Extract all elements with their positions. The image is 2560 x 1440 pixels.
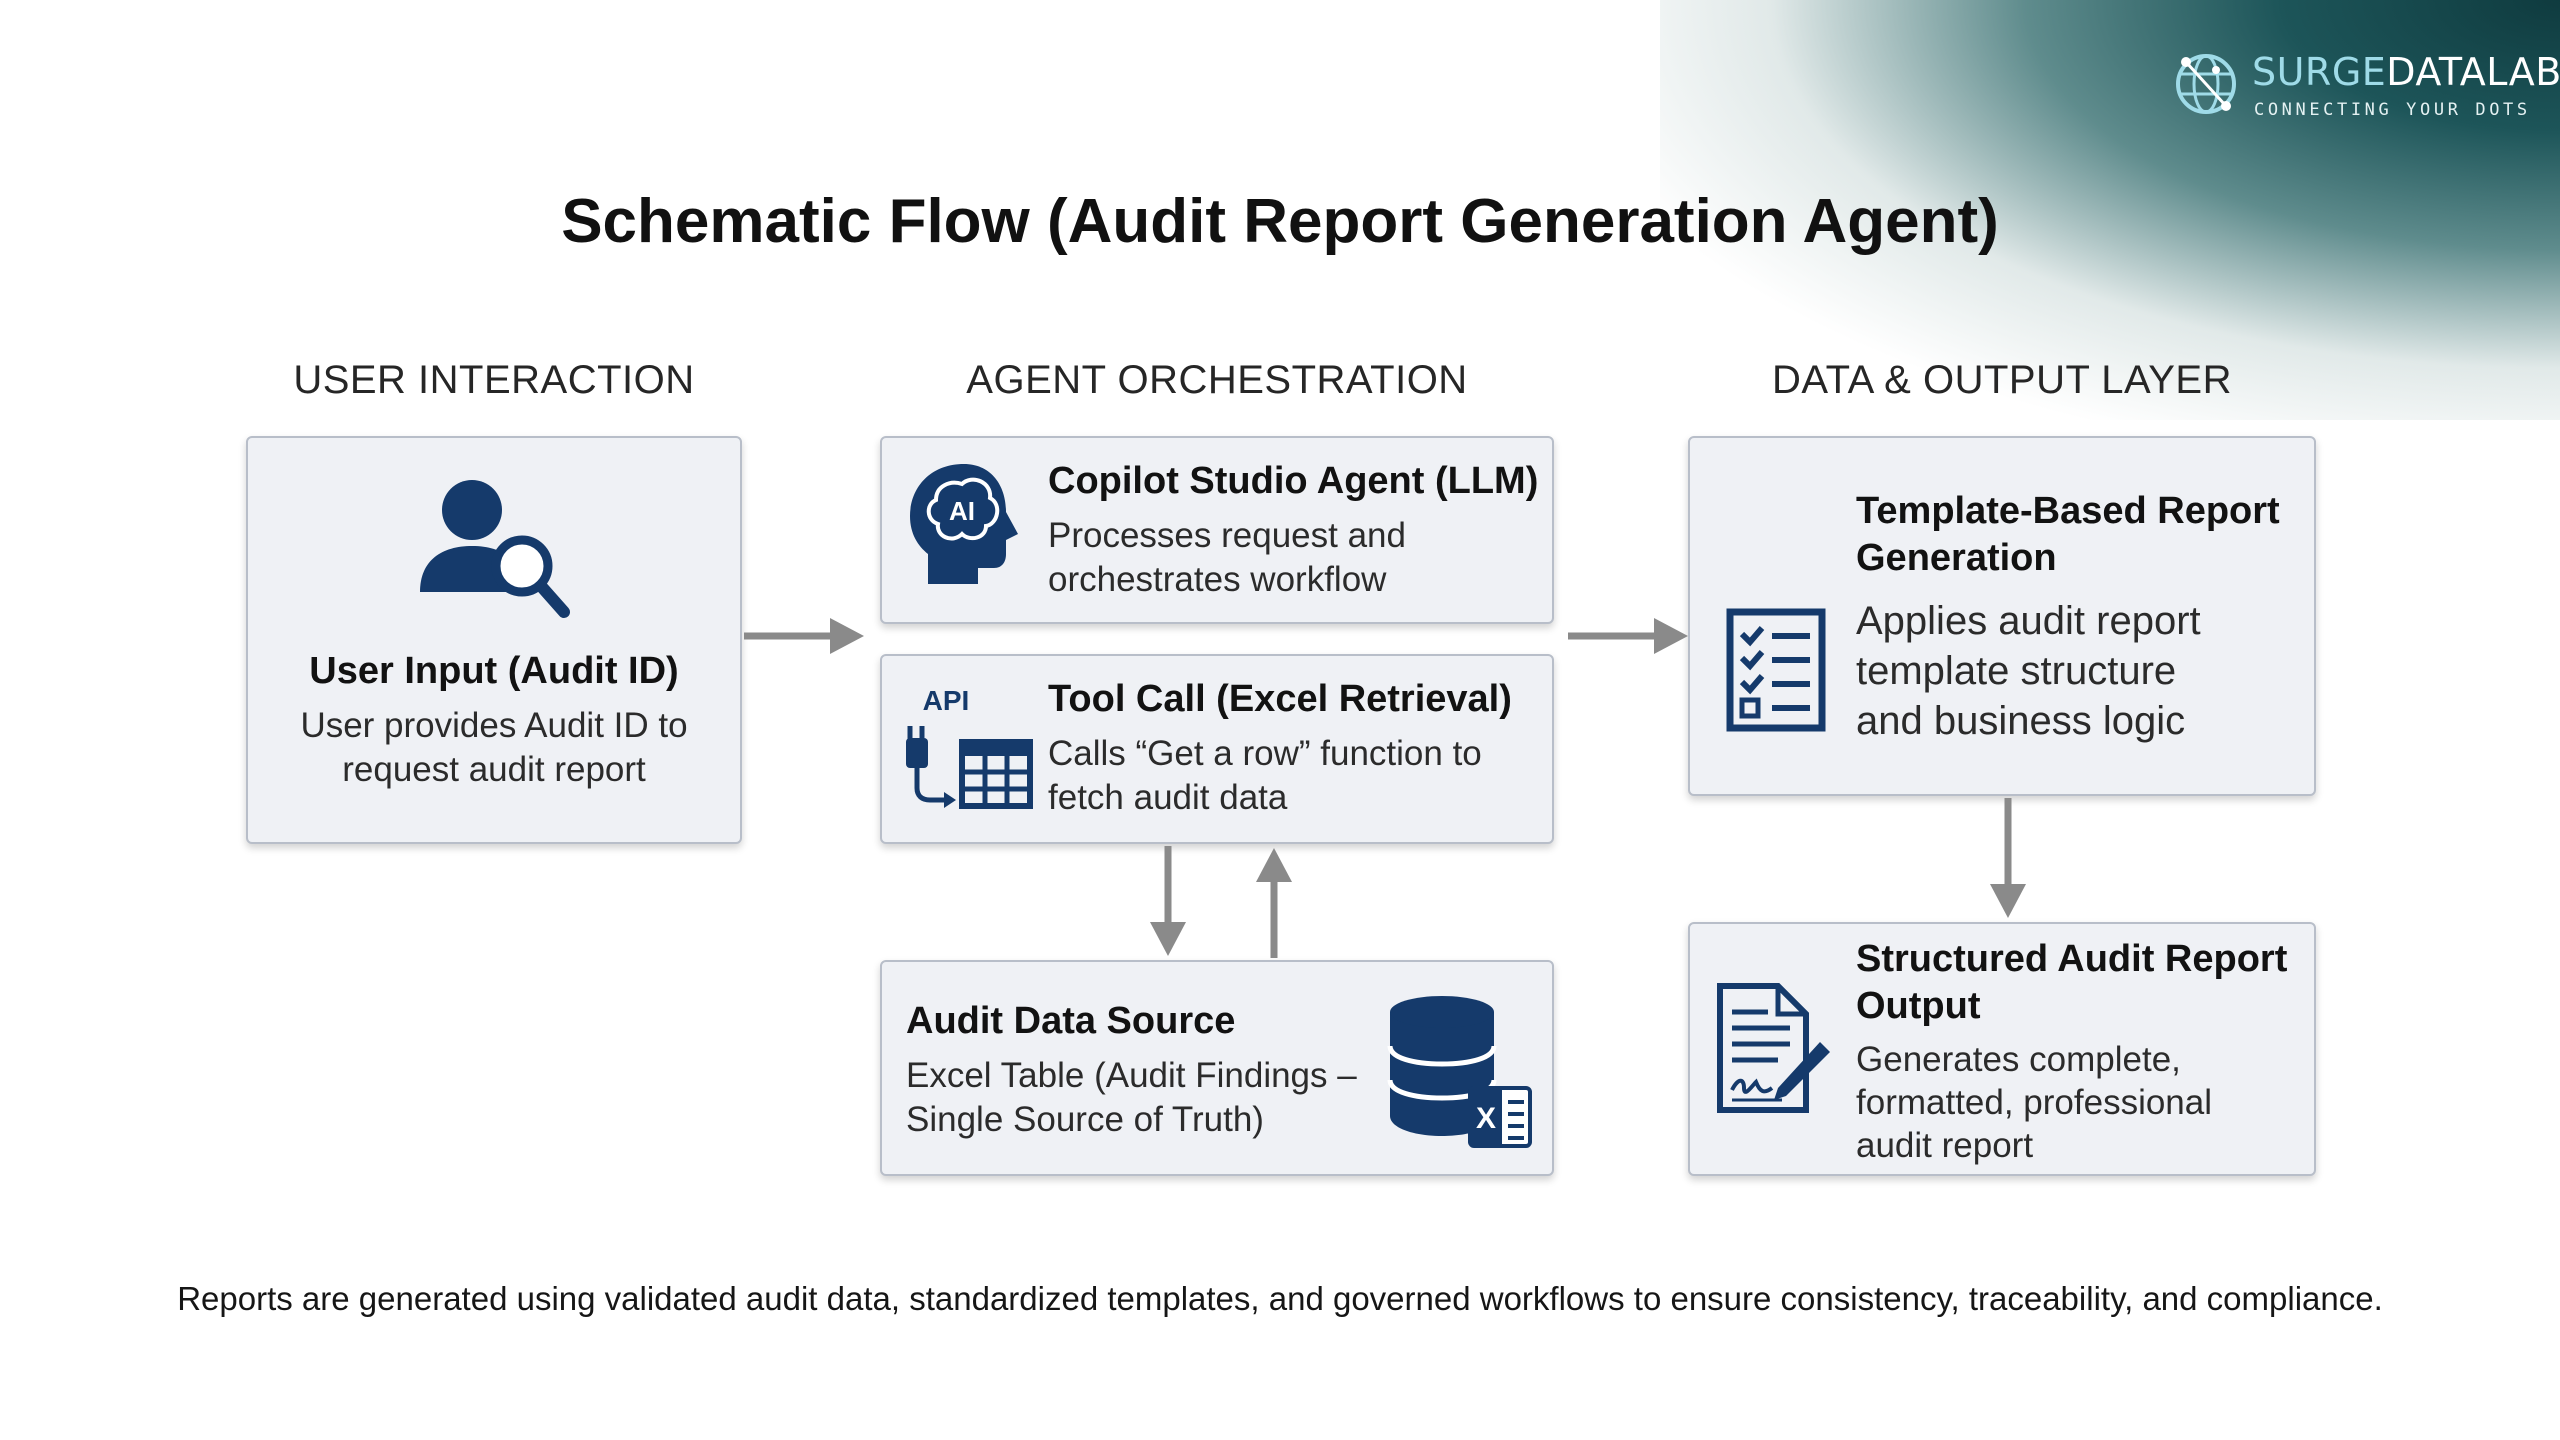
node-user-input-desc: User provides Audit ID to request audit … <box>248 704 740 792</box>
node-output-title: Structured Audit Report Output <box>1856 936 2287 1030</box>
ai-brain-icon: AI <box>910 464 1018 584</box>
arrow-tool-to-datasource <box>1150 846 1186 956</box>
brand-name-part2: DATALAB <box>2386 50 2560 94</box>
desc-line: request audit report <box>342 750 646 789</box>
node-template: Template-Based Report Generation Applies… <box>1688 436 2316 796</box>
page-title: Schematic Flow (Audit Report Generation … <box>561 187 1999 256</box>
title-line: Structured Audit Report <box>1856 938 2288 980</box>
desc-line: template structure <box>1856 649 2177 693</box>
brand-logo: SURGEDATALAB CONNECTING YOUR DOTS <box>2172 48 2560 128</box>
column-header-user-interaction: USER INTERACTION <box>293 358 695 402</box>
checklist-icon <box>1726 608 1826 732</box>
column-header-data-output: DATA & OUTPUT LAYER <box>1772 358 2232 402</box>
ai-label: AI <box>949 496 975 526</box>
desc-line: fetch audit data <box>1048 778 1288 817</box>
node-data-source-title: Audit Data Source <box>906 1000 1236 1042</box>
arrow-datasource-to-tool <box>1256 848 1292 958</box>
api-table-icon: API <box>906 685 1033 809</box>
desc-line: orchestrates workflow <box>1048 560 1387 599</box>
brand-tagline: CONNECTING YOUR DOTS <box>2254 100 2531 120</box>
api-label: API <box>923 685 970 716</box>
globe-network-icon <box>2176 54 2236 114</box>
excel-label: X <box>1476 1102 1496 1135</box>
desc-line: Single Source of Truth) <box>906 1100 1264 1139</box>
arrow-template-to-output <box>1990 798 2026 918</box>
node-tool-call-desc: Calls “Get a row” function to fetch audi… <box>1048 732 1482 820</box>
node-copilot-agent: AI Copilot Studio Agent (LLM) Processes … <box>880 436 1554 624</box>
footer-note: Reports are generated using validated au… <box>177 1280 2383 1317</box>
node-user-input: User Input (Audit ID) User provides Audi… <box>246 436 742 844</box>
desc-line: and business logic <box>1856 699 2186 743</box>
node-data-source: Audit Data Source Excel Table (Audit Fin… <box>880 960 1554 1176</box>
desc-line: Calls “Get a row” function to <box>1048 734 1482 773</box>
column-header-agent-orchestration: AGENT ORCHESTRATION <box>966 358 1468 402</box>
desc-line: Excel Table (Audit Findings – <box>906 1056 1357 1095</box>
desc-line: audit report <box>1856 1126 2034 1165</box>
desc-line: User provides Audit ID to <box>300 706 688 745</box>
arrow-user-to-agent <box>744 618 864 654</box>
node-template-title: Template-Based Report Generation <box>1856 488 2280 582</box>
database-excel-icon: X <box>1387 996 1532 1148</box>
node-output-desc: Generates complete, formatted, professio… <box>1856 1038 2212 1167</box>
user-search-icon <box>420 480 570 618</box>
node-data-source-desc: Excel Table (Audit Findings – Single Sou… <box>906 1054 1357 1142</box>
brand-name: SURGEDATALAB <box>2252 50 2560 94</box>
desc-line: Processes request and <box>1048 516 1406 555</box>
node-template-desc: Applies audit report template structure … <box>1856 596 2201 746</box>
title-line: Generation <box>1856 537 2057 579</box>
node-tool-call: API Tool Call (Excel Retrieval) Calls “G… <box>880 654 1554 844</box>
desc-line: formatted, professional <box>1856 1083 2213 1122</box>
title-line: Output <box>1856 985 1981 1027</box>
node-copilot-agent-title: Copilot Studio Agent (LLM) <box>1048 460 1539 502</box>
title-line: Template-Based Report <box>1856 490 2280 532</box>
document-signature-icon <box>1717 983 1830 1113</box>
brand-name-part1: SURGE <box>2252 50 2387 94</box>
node-user-input-title: User Input (Audit ID) <box>309 650 679 692</box>
arrow-agent-to-template <box>1568 618 1688 654</box>
desc-line: Generates complete, <box>1856 1040 2181 1079</box>
corner-gradient <box>1660 0 2560 420</box>
node-tool-call-title: Tool Call (Excel Retrieval) <box>1048 678 1512 720</box>
node-copilot-agent-desc: Processes request and orchestrates workf… <box>1048 514 1406 602</box>
node-output: Structured Audit Report Output Generates… <box>1688 922 2316 1176</box>
desc-line: Applies audit report <box>1856 599 2201 643</box>
